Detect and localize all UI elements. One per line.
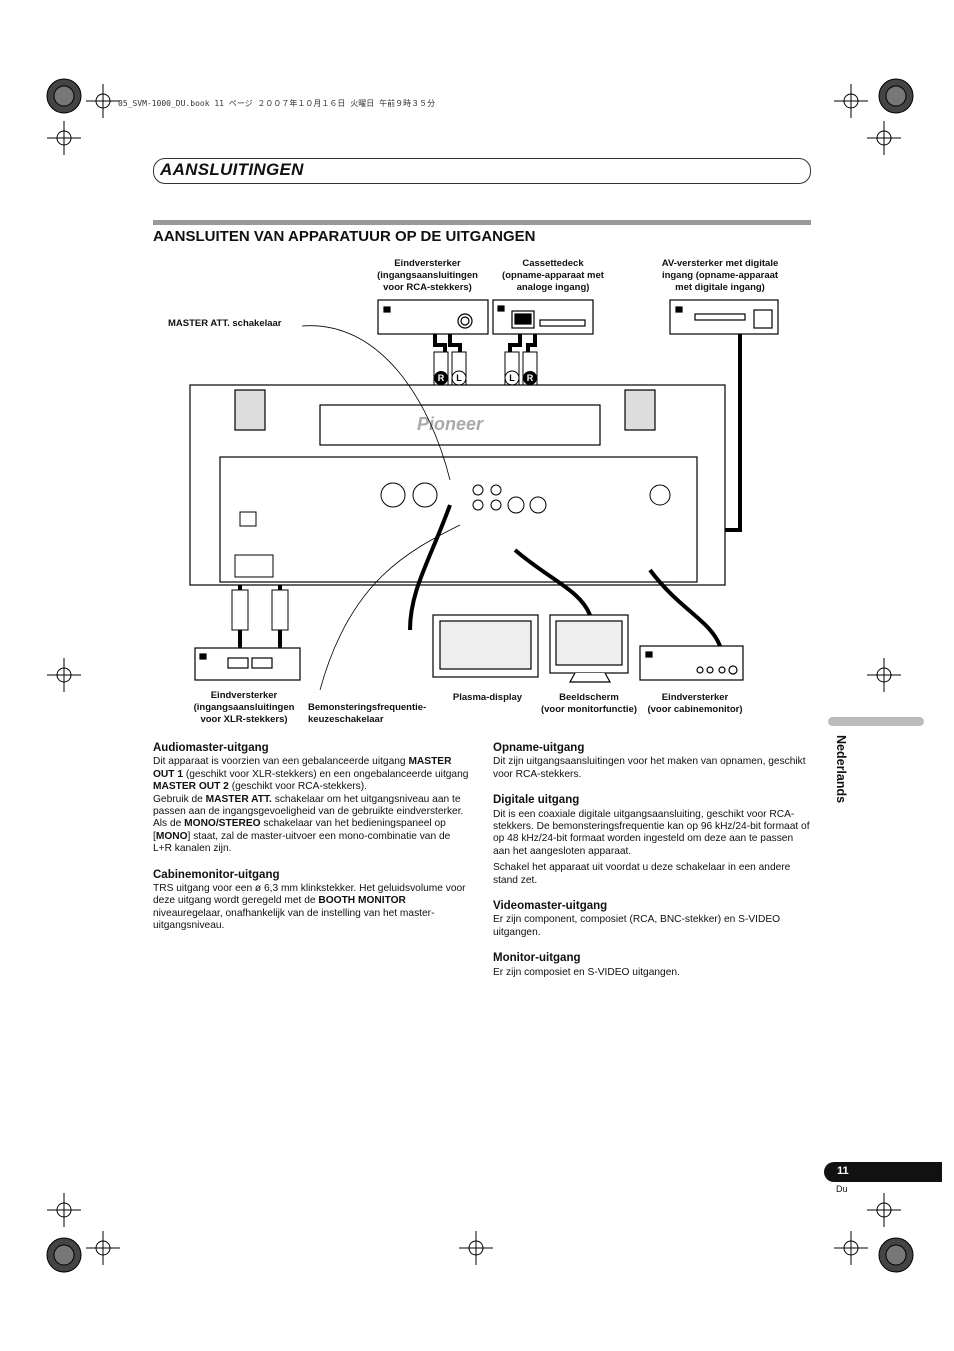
label-monitor: Beeldscherm (voor monitorfunctie) (540, 692, 638, 715)
mixer-body (189, 384, 726, 586)
section-paragraph: TRS uitgang voor een ø 6,3 mm klinkstekk… (153, 883, 466, 932)
booth-amplifier-device (639, 645, 744, 681)
side-tab-text: Nederlands (834, 735, 848, 804)
section-paragraph: Dit is een coaxiale digitale uitgangsaan… (493, 808, 810, 857)
chapter-bar (153, 158, 811, 184)
crop-mark-bottom-center (459, 1231, 493, 1265)
mixer-brand: Pioneer (417, 414, 484, 434)
section-heading: Videomaster-uitgang (493, 900, 608, 913)
master-att-pointer (301, 325, 451, 481)
plug-badges: R L L R (434, 370, 537, 386)
section-paragraph: Dit zijn uitgangsaansluitingen voor het … (493, 756, 806, 780)
sampling-switch-pointer (319, 524, 461, 691)
label-booth-amp: Eindversterker (voor cabinemonitor) (647, 692, 743, 715)
label-cassette: Cassettedeck (opname-apparaat met analog… (502, 258, 604, 293)
section-paragraph: Er zijn component, composiet (RCA, BNC-s… (493, 914, 781, 938)
xlr-cables (231, 585, 289, 650)
label-plasma: Plasma-display (452, 692, 523, 703)
page-number-badge: 11 (824, 1162, 942, 1182)
amplifier-rca-device (377, 299, 489, 335)
crop-mark-mid-left (47, 658, 81, 692)
section-title: Aansluiten van apparatuur op de uitgange… (153, 228, 536, 245)
print-header-note: 05_SVM-1000_DU.book 11 ページ ２００７年１０月１６日 火… (118, 99, 436, 108)
monitor-device (549, 614, 629, 683)
plasma-display-device (432, 614, 539, 678)
label-av-amp: AV-versterker met digitale ingang (opnam… (661, 258, 779, 293)
video-cables (408, 504, 722, 647)
crop-mark-top-right (834, 78, 914, 155)
label-master-att: MASTER ATT. schakelaar (168, 318, 282, 329)
plug-l-left: L (456, 373, 462, 383)
chapter-title: Aansluitingen (160, 160, 304, 179)
section-paragraph: Schakel het apparaat uit voordat u deze … (493, 862, 791, 886)
page-number: 11 (837, 1165, 849, 1177)
mixer-jacks (234, 482, 671, 578)
cassette-deck-device (492, 299, 594, 335)
crop-mark-bottom-right (834, 1193, 914, 1273)
section-heading: Digitale uitgang (493, 794, 580, 807)
label-amp-rca: Eindversterker (ingangsaansluitingen voo… (377, 258, 478, 293)
section-heading: Monitor-uitgang (493, 952, 581, 965)
section-paragraph: Dit apparaat is voorzien van een gebalan… (153, 756, 469, 855)
page-language: Du (836, 1184, 848, 1194)
connection-diagram: R L L R Pioneer (189, 299, 779, 691)
section-rule (153, 220, 811, 225)
plug-r-left: R (438, 373, 445, 383)
crop-mark-top-left (46, 78, 120, 155)
section-heading: Audiomaster-uitgang (153, 742, 269, 754)
crop-mark-mid-right (867, 658, 901, 692)
section-heading: Opname-uitgang (493, 742, 585, 754)
plug-l-right: L (509, 373, 515, 383)
av-amplifier-device (669, 299, 779, 335)
label-sampling: Bemonsteringsfrequentie- keuzeschakelaar (308, 702, 427, 725)
side-tab-bar (828, 717, 924, 726)
plug-r-right: R (527, 373, 534, 383)
label-amp-xlr: Eindversterker (ingangsaansluitingen voo… (193, 690, 295, 725)
amplifier-xlr-device (194, 647, 301, 681)
section-heading: Cabinemonitor-uitgang (153, 868, 280, 881)
side-tab-label: Nederlands (828, 735, 852, 825)
crop-mark-bottom-left (46, 1193, 120, 1273)
section-paragraph: Er zijn composiet en S-VIDEO uitgangen. (493, 966, 680, 978)
